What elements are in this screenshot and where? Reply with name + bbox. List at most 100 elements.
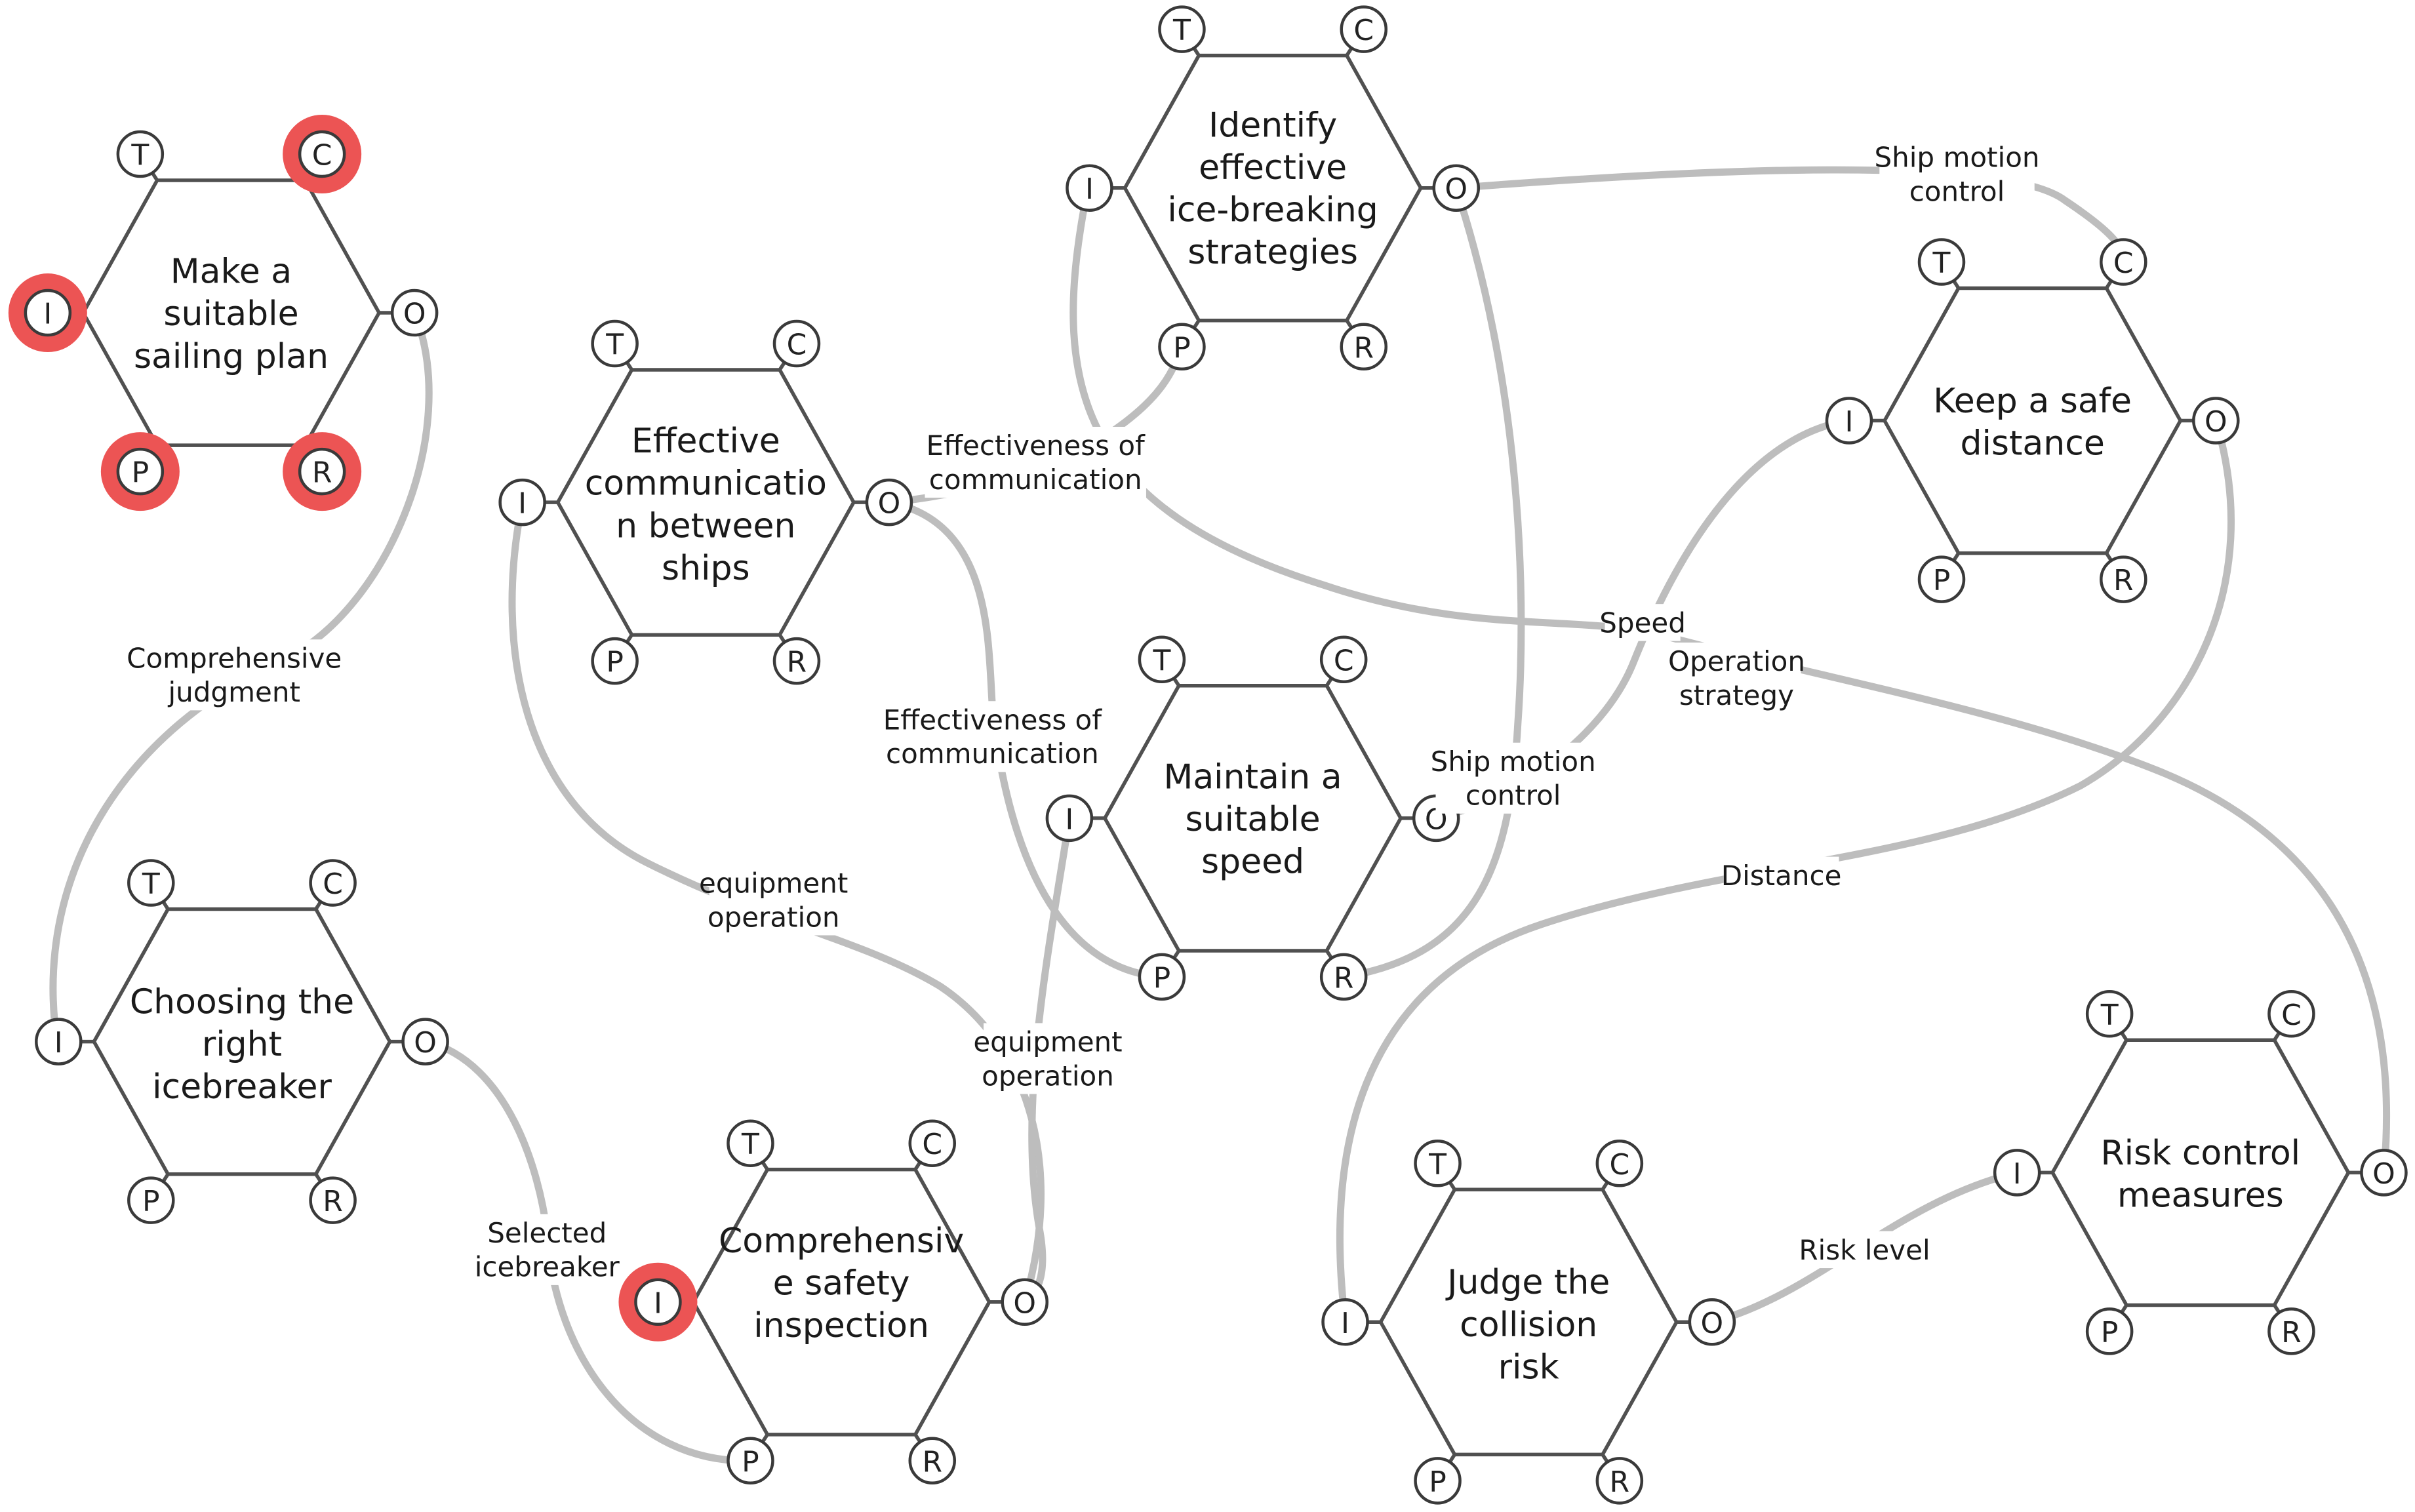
port-r[interactable]: R <box>1319 953 1368 1001</box>
edge-label-background <box>1672 642 1801 714</box>
port-c[interactable]: C <box>1340 5 1387 53</box>
port-o[interactable]: O <box>1432 164 1480 212</box>
port-i[interactable]: I <box>498 478 546 527</box>
port-p[interactable]: P <box>1414 1457 1462 1505</box>
port-circle <box>772 319 821 368</box>
port-letter: O <box>403 298 426 331</box>
port-o[interactable]: O <box>1001 1278 1048 1326</box>
port-letter: R <box>787 646 807 679</box>
port-c[interactable]: C <box>309 859 357 907</box>
port-letter: T <box>142 867 160 901</box>
port-o[interactable]: O <box>1688 1298 1736 1346</box>
hexagon <box>92 907 392 1176</box>
function-label-line: Judge the <box>1445 1263 1610 1302</box>
port-p[interactable]: P <box>127 1176 175 1224</box>
port-t[interactable]: T <box>127 859 175 907</box>
port-c[interactable]: C <box>2267 990 2315 1038</box>
edge-strategies-r-to-speed-r <box>1344 188 1521 977</box>
port-c[interactable]: C <box>772 319 821 368</box>
port-t[interactable]: T <box>1414 1140 1462 1187</box>
function-identify-strategies[interactable]: Identifyeffectiveice-breakingstrategiesT… <box>1066 5 1480 370</box>
port-c[interactable]: C <box>908 1119 956 1167</box>
port-c[interactable]: C <box>1595 1140 1644 1187</box>
port-circle <box>2267 1307 2315 1355</box>
port-r[interactable]: R <box>2267 1307 2315 1355</box>
port-p[interactable]: P <box>1158 323 1206 370</box>
port-p[interactable]: P <box>591 637 639 685</box>
edge-label-line: operation <box>982 1060 1114 1092</box>
port-c[interactable]: C <box>2100 238 2147 286</box>
port-i[interactable]: I <box>1321 1298 1369 1346</box>
port-r[interactable]: R <box>1595 1457 1644 1505</box>
port-letter: I <box>654 1286 662 1320</box>
port-c[interactable]: C <box>1319 635 1368 684</box>
port-p[interactable]: P <box>2085 1307 2134 1355</box>
function-label-line: risk <box>1498 1347 1559 1387</box>
function-label-line: Choosing the <box>130 983 354 1022</box>
port-i[interactable]: I <box>1066 164 1113 212</box>
port-r[interactable]: R <box>283 432 362 511</box>
port-i[interactable]: I <box>1825 397 1873 445</box>
function-label-line: e safety <box>773 1263 910 1303</box>
port-r[interactable]: R <box>309 1176 357 1224</box>
port-p[interactable]: P <box>100 432 180 511</box>
port-t[interactable]: T <box>1917 238 1966 286</box>
port-circle <box>24 288 72 337</box>
port-p[interactable]: P <box>1917 555 1966 603</box>
port-o[interactable]: O <box>2360 1149 2408 1197</box>
port-i[interactable]: I <box>1993 1149 2041 1197</box>
port-letter: I <box>43 298 52 331</box>
port-o[interactable]: O <box>865 478 913 527</box>
port-p[interactable]: P <box>1138 953 1186 1001</box>
port-circle <box>309 859 357 907</box>
port-t[interactable]: T <box>116 130 165 178</box>
port-t[interactable]: T <box>2085 990 2134 1038</box>
port-p[interactable]: P <box>727 1437 774 1485</box>
port-letter: C <box>312 139 332 172</box>
port-letter: R <box>922 1445 942 1479</box>
port-letter: P <box>1173 331 1191 365</box>
port-i[interactable]: I <box>8 273 87 353</box>
port-o[interactable]: O <box>390 288 439 337</box>
port-t[interactable]: T <box>591 319 639 368</box>
function-label-line: Comprehensiv <box>719 1222 964 1261</box>
port-r[interactable]: R <box>2100 555 2147 603</box>
port-circle <box>1001 1278 1048 1326</box>
function-label-line: inspection <box>753 1306 929 1345</box>
port-r[interactable]: R <box>908 1437 956 1485</box>
port-circle <box>298 447 346 496</box>
port-r[interactable]: R <box>772 637 821 685</box>
port-i[interactable]: I <box>1045 794 1094 843</box>
port-letter: P <box>1153 961 1171 995</box>
port-c[interactable]: C <box>283 115 362 193</box>
port-circle <box>1993 1149 2041 1197</box>
port-circle <box>2192 397 2240 445</box>
port-circle <box>116 447 165 496</box>
port-i[interactable]: I <box>35 1018 83 1065</box>
edge-label-background <box>1723 856 1839 894</box>
port-t[interactable]: T <box>727 1119 774 1167</box>
port-o[interactable]: O <box>2192 397 2240 445</box>
port-o[interactable]: O <box>401 1018 449 1065</box>
port-circle <box>1414 1140 1462 1187</box>
port-i[interactable]: I <box>618 1262 698 1342</box>
port-t[interactable]: T <box>1138 635 1186 684</box>
port-letter: T <box>1172 14 1191 47</box>
port-circle <box>1319 953 1368 1001</box>
edge-label-background <box>1435 742 1591 814</box>
function-label-line: distance <box>1960 424 2104 464</box>
port-letter: C <box>2281 999 2302 1032</box>
port-r[interactable]: R <box>1340 323 1387 370</box>
port-t[interactable]: T <box>1158 5 1206 53</box>
